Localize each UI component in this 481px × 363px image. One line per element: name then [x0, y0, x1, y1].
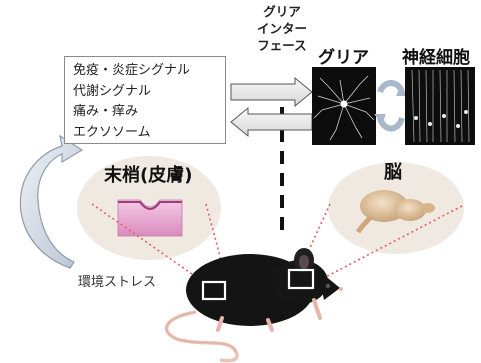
signal-line-exosome: エクソソーム [73, 124, 151, 140]
arrow-from-glia [230, 106, 313, 138]
glia-micrograph [312, 67, 376, 145]
brain-label: 脳 [384, 162, 402, 183]
stress-feedback-arrow [19, 134, 84, 269]
brain-sample-box [287, 268, 315, 290]
environmental-stress-label: 環境ストレス [78, 275, 157, 290]
arrow-to-glia [230, 76, 313, 108]
exchange-cycle-icon [374, 80, 408, 132]
glia-interface-line-3: フェース [257, 38, 307, 53]
signal-line-pain-itch: 痛み・痒み [73, 104, 139, 119]
glia-interface-label: グリア インター フェース [240, 3, 324, 54]
glia-interface-line-1: グリア [263, 4, 301, 19]
glia-label: グリア [318, 48, 369, 68]
glia-interface-line-2: インター [256, 21, 307, 36]
neuron-label: 神経細胞 [402, 48, 470, 68]
signal-line-metabolic: 代謝シグナル [73, 83, 152, 99]
skin-sample-box [201, 280, 227, 301]
skin-tissue-image [117, 199, 183, 237]
signal-list-box: 免疫・炎症シグナル 代謝シグナル 痛み・痒み エクソソーム [64, 56, 226, 144]
neuron-micrograph [405, 67, 475, 145]
brain-image [355, 190, 435, 234]
peripheral-label: 末梢(皮膚) [104, 165, 193, 186]
signal-line-immune: 免疫・炎症シグナル [73, 63, 191, 78]
mouse-image [186, 248, 343, 332]
